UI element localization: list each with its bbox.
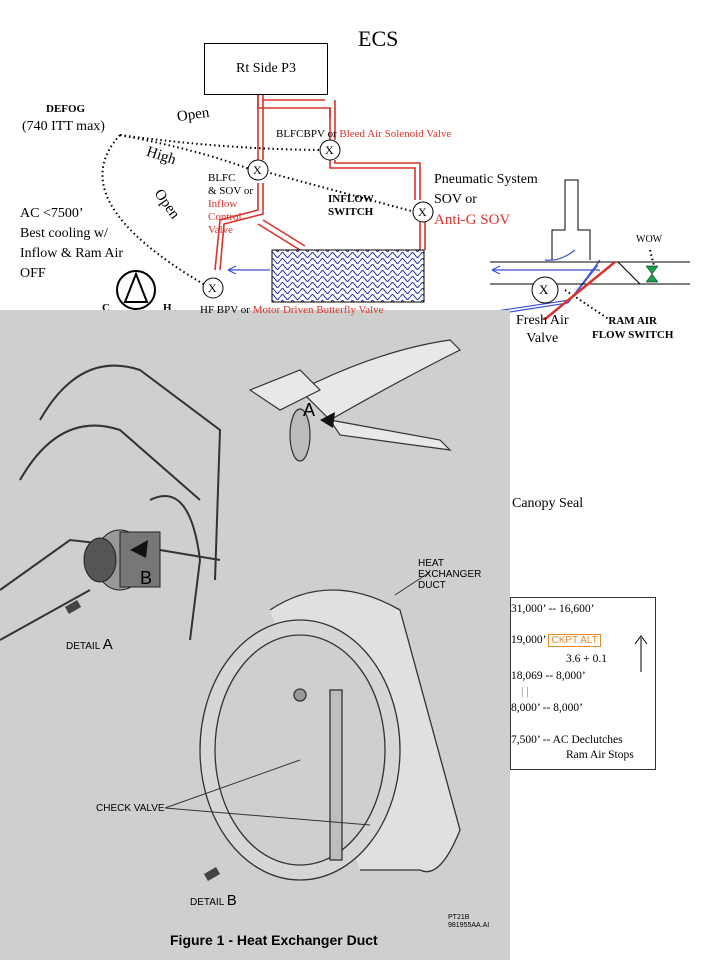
defog-label: DEFOG (46, 103, 86, 115)
inflow-switch-line-1: INFLOW (328, 193, 374, 205)
heat-exchanger-figure: HEAT EXCHANGER DUCT CHECK VALVE DETAIL A… (0, 310, 510, 960)
fresh-air-valve (531, 276, 559, 304)
blfc-sov-valve (247, 159, 269, 181)
alt-line-8: Ram Air Stops (566, 749, 634, 761)
ram-air-switch-label: RAM AIR FLOW SWITCH (592, 314, 673, 342)
detail-icons (64, 600, 221, 881)
bleed-air-solenoid-text: Bleed Air Solenoid Valve (339, 128, 452, 140)
check-valve-leaders (164, 571, 431, 826)
blfc-sov-label: BLFC & SOV or Inflow Control Valve (208, 172, 253, 237)
control-links (101, 134, 656, 320)
part-number-2: 981955AA.AI (448, 922, 490, 929)
altitude-schedule-box: 31,000’ -- 16,600’ 19,000’ CKPT ALT 3.6 … (510, 597, 656, 770)
valve-x-3: X (418, 205, 427, 219)
ac-note-line-1: AC <7500’ (20, 206, 84, 221)
pneumatic-line-2: SOV or (434, 192, 477, 207)
valve-x-5: X (539, 282, 549, 297)
callout-b-letter: B (140, 568, 153, 588)
rt-side-p3-box: Rt Side P3 (204, 43, 328, 95)
ac-note-line-2: Best cooling w/ (20, 226, 108, 241)
hf-bpv-label: HF BPV or Motor Driven Butterfly Valve (200, 304, 384, 316)
alt-line-1: 31,000’ -- 16,600’ (511, 603, 595, 615)
callout-arrow (541, 261, 616, 320)
pneumatic-label: Pneumatic System SOV or Anti-G SOV (434, 170, 538, 230)
ac-note-line-3: Inflow & Ram Air (20, 246, 124, 261)
figure-caption: Figure 1 - Heat Exchanger Duct (170, 932, 378, 948)
callout-a-letter: A (303, 400, 316, 420)
check-valve-label: CHECK VALVE (96, 803, 165, 814)
up-arrow-icon (634, 635, 648, 672)
anti-g-sov-text: Anti-G SOV (434, 212, 511, 228)
detail-a-letter: A (102, 636, 113, 653)
ecs-schematic (101, 95, 690, 320)
wow-valve (645, 265, 659, 283)
defog-limit: (740 ITT max) (22, 119, 105, 134)
aircraft-sketch (248, 339, 462, 462)
inflow-switch-line-2: SWITCH (328, 206, 374, 218)
canopy-seal-label: Canopy Seal (512, 496, 584, 511)
wow-label: WOW (636, 234, 663, 245)
part-number: PT21B 981955AA.AI (448, 914, 489, 930)
inflow-switch-label: INFLOW SWITCH (328, 193, 374, 219)
alt-line-4: 18,069 -- 8,000’ (511, 670, 586, 682)
alt-line-7: 7,500’ -- AC Declutches (511, 734, 623, 746)
alt-line-2-text: 19,000’ (511, 634, 546, 646)
valve-x-2: X (253, 163, 262, 177)
page-title: ECS (358, 26, 399, 51)
alt-line-5: | | (521, 686, 529, 698)
cooling-unit (83, 529, 161, 591)
ram-air-line-1: RAM AIR (608, 315, 657, 327)
detail-b-text: DETAIL (190, 897, 224, 908)
valve-x-4: X (208, 281, 217, 295)
cold-label: C (102, 302, 110, 314)
hf-bpv-text: HF BPV (200, 304, 239, 316)
blfcbpv-valve (319, 139, 341, 161)
or-text-1: or (327, 128, 337, 140)
part-number-1: PT21B (448, 914, 470, 921)
callout-arrows (130, 412, 335, 558)
blfcbpv-label: BLFCBPV or Bleed Air Solenoid Valve (276, 128, 451, 140)
pneumatic-sov-valve (412, 201, 434, 223)
pneumatic-line-1: Pneumatic System (434, 172, 538, 187)
inflow-control-line-2: Control (208, 211, 242, 223)
alt-line-6: 8,000’ -- 8,000’ (511, 702, 583, 714)
ac-note-line-4: OFF (20, 266, 46, 281)
detail-a-text: DETAIL (66, 641, 100, 652)
hf-bpv-valve (202, 277, 224, 299)
ac-note: AC <7500’ Best cooling w/ Inflow & Ram A… (20, 204, 123, 284)
inflow-control-line-3: Valve (208, 224, 234, 236)
temp-knob (116, 270, 156, 310)
alt-line-2: 19,000’ CKPT ALT (511, 634, 601, 647)
duct-label-2: EXCHANGER (418, 569, 482, 580)
heat-exchanger (271, 249, 425, 303)
alt-line-3: 3.6 + 0.1 (566, 653, 607, 665)
fresh-air-line-2: Valve (526, 331, 559, 346)
motor-driven-text: Motor Driven Butterfly Valve (252, 304, 384, 316)
figure-drawing (0, 310, 510, 960)
fresh-air-line-1: Fresh Air (516, 313, 569, 328)
valve-x-1: X (325, 143, 334, 157)
valves (202, 139, 559, 304)
frame-structure (0, 364, 222, 641)
blfcbpv-text: BLFCBPV (276, 128, 325, 140)
ckpt-alt-badge: CKPT ALT (548, 634, 601, 647)
fresh-air-label: Fresh Air Valve (516, 312, 569, 348)
or-text-2: or (240, 304, 250, 316)
detail-b-letter: B (226, 892, 237, 909)
blfc-line-1: BLFC (208, 172, 236, 184)
detail-a-label: DETAIL A (66, 636, 113, 653)
duct-label-1: HEAT (418, 558, 444, 569)
duct-label-3: DUCT (418, 580, 446, 591)
blfc-line-2: & SOV or (208, 185, 254, 197)
detail-b-label: DETAIL B (190, 892, 237, 909)
inflow-control-line-1: Inflow (208, 198, 238, 210)
ram-air-line-2: FLOW SWITCH (592, 329, 674, 341)
bleed-air-ducts (214, 95, 426, 271)
heat-exchanger-duct-label: HEAT EXCHANGER DUCT (418, 558, 481, 591)
hot-label: H (163, 302, 172, 314)
